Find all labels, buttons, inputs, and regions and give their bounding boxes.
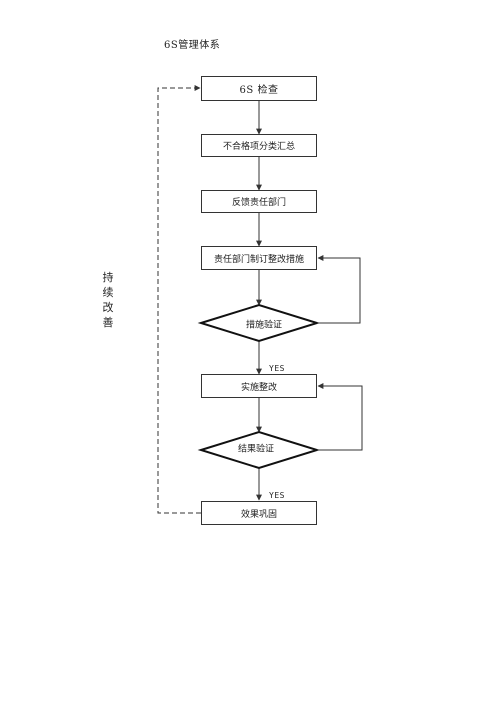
continuous-improvement-loop: [157, 85, 201, 514]
loop-result-back: [317, 383, 363, 451]
step-plan: 责任部门制订整改措施: [201, 246, 317, 270]
decision-label-measures: 措施验证: [245, 320, 283, 331]
decision-label-result: 结果验证: [237, 444, 275, 455]
step-feedback: 反馈责任部门: [201, 190, 317, 213]
step-summary: 不合格项分类汇总: [201, 134, 317, 157]
yes-label-1: YES: [269, 364, 285, 373]
loop-measures-back: [317, 255, 361, 324]
continuous-improvement-label: 持续改善: [102, 271, 114, 329]
step-implement: 实施整改: [201, 374, 317, 398]
diagram-title: 6S管理体系: [164, 40, 221, 51]
yes-label-2: YES: [269, 491, 285, 500]
step-6s-check: 6S 检查: [201, 76, 317, 101]
step-consolidate: 效果巩固: [201, 501, 317, 525]
